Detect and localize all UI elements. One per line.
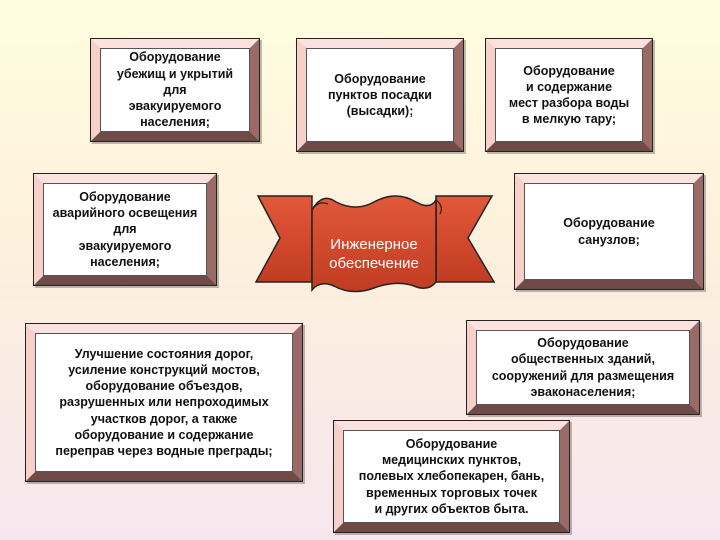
public-buildings-text: Оборудование общественных зданий, сооруж… bbox=[476, 330, 690, 405]
lighting-text: Оборудование аварийного освещения для эв… bbox=[43, 183, 207, 276]
boarding-box: Оборудование пунктов посадки (высадки); bbox=[296, 38, 464, 152]
toilets-text: Оборудование санузлов; bbox=[524, 183, 694, 280]
boarding-text: Оборудование пунктов посадки (высадки); bbox=[306, 48, 454, 142]
banner-curl-right bbox=[435, 199, 442, 215]
shelters-text: Оборудование убежищ и укрытий для эвакуи… bbox=[100, 48, 250, 132]
medical-text: Оборудование медицинских пунктов, полевы… bbox=[343, 430, 560, 523]
lighting-box: Оборудование аварийного освещения для эв… bbox=[33, 173, 217, 286]
banner-left-tail bbox=[254, 195, 313, 283]
banner-right-tail bbox=[435, 195, 496, 283]
medical-box: Оборудование медицинских пунктов, полевы… bbox=[333, 420, 570, 533]
banner-curl-left bbox=[311, 202, 329, 211]
water-text: Оборудование и содержание мест разбора в… bbox=[495, 48, 643, 142]
toilets-box: Оборудование санузлов; bbox=[514, 173, 704, 290]
public-buildings-box: Оборудование общественных зданий, сооруж… bbox=[466, 320, 700, 415]
roads-text: Улучшение состояния дорог, усиление конс… bbox=[35, 333, 293, 472]
roads-box: Улучшение состояния дорог, усиление конс… bbox=[25, 323, 303, 482]
shelters-box: Оборудование убежищ и укрытий для эвакуи… bbox=[90, 38, 260, 142]
center-label: Инженерное обеспечение bbox=[329, 235, 419, 273]
banner-body bbox=[311, 195, 437, 293]
water-box: Оборудование и содержание мест разбора в… bbox=[485, 38, 653, 152]
